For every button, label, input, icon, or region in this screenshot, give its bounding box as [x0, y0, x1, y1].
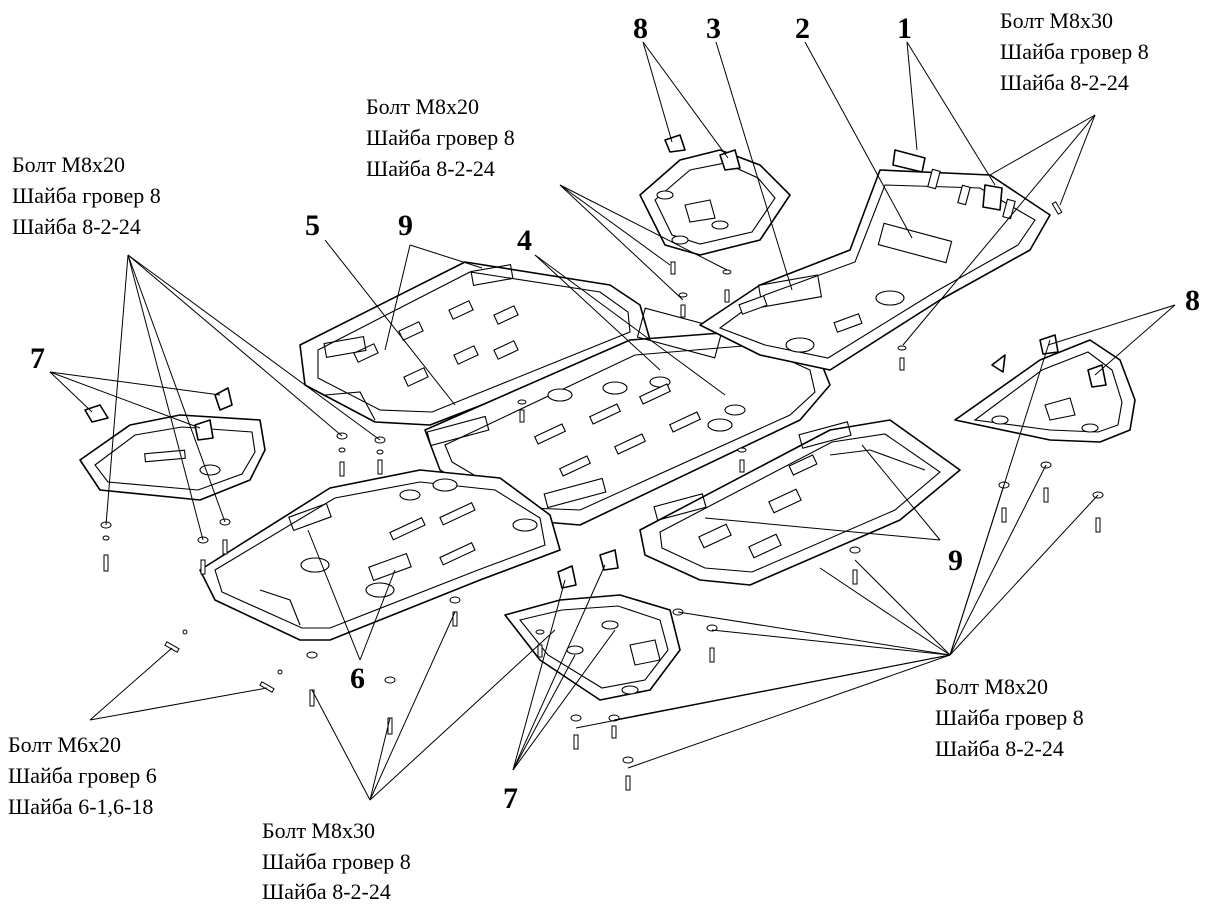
bolt-stack: [336, 432, 348, 477]
part-7-left-guard: [79, 387, 266, 501]
callout-7-bottom: 7: [503, 782, 518, 815]
bolt-stack: [1092, 491, 1104, 533]
callout-8-right: 8: [1185, 284, 1200, 317]
note-line: Болт М8х20: [935, 674, 1048, 699]
note-line: Шайба гровер 6: [8, 763, 157, 788]
note-line: Шайба 6-1,6-18: [8, 794, 153, 819]
note-top-left: Болт М8х20 Шайба гровер 8 Шайба 8-2-24: [12, 152, 161, 239]
bolt-stack: [622, 756, 634, 791]
callout-2: 2: [795, 12, 810, 45]
bolt-stack: [737, 447, 747, 473]
note-line: Шайба гровер 8: [262, 849, 411, 874]
part-5-plate: [299, 261, 651, 426]
note-bottom-center: Болт М8х30 Шайба гровер 8 Шайба 8-2-24: [262, 818, 411, 904]
bolt-stack: [219, 518, 231, 555]
bolt-stack: [100, 521, 112, 572]
callout-1: 1: [897, 12, 912, 45]
callout-9-top: 9: [398, 209, 413, 242]
bolt-stack: [517, 399, 527, 423]
note-top-right: Болт М8х30 Шайба гровер 8 Шайба 8-2-24: [1000, 8, 1149, 95]
leader-lines: [49, 41, 1176, 801]
bolt-stack: [570, 714, 582, 750]
note-line: Шайба 8-2-24: [12, 214, 141, 239]
bolt-stack: [897, 345, 907, 371]
bolt-stack: [259, 669, 283, 693]
callout-3: 3: [706, 12, 721, 45]
note-line: Болт М6х20: [8, 732, 121, 757]
part-6-plate: [199, 469, 561, 641]
bolt-stack: [535, 629, 545, 658]
note-line: Шайба 8-2-24: [366, 156, 495, 181]
bolt-stack: [722, 269, 732, 303]
bolt-stack: [164, 629, 188, 653]
part-8-right-guard: [954, 334, 1136, 443]
note-line: Болт М8х30: [262, 818, 375, 843]
note-line: Шайба 8-2-24: [1000, 70, 1129, 95]
bolt-stack: [1040, 461, 1052, 503]
fasteners: [100, 201, 1104, 791]
callout-9-right: 9: [948, 544, 963, 577]
bolt-stack: [670, 261, 676, 275]
callout-5: 5: [305, 209, 320, 242]
bolt-stack: [608, 714, 620, 739]
callout-4: 4: [517, 224, 532, 257]
note-bottom-left: Болт М6х20 Шайба гровер 6 Шайба 6-1,6-18: [8, 732, 157, 819]
callout-7-left: 7: [30, 342, 45, 375]
note-line: Шайба гровер 8: [12, 183, 161, 208]
bolt-stack: [849, 546, 861, 585]
callout-6: 6: [350, 662, 365, 695]
bolt-stack: [306, 651, 318, 707]
note-line: Болт М8х30: [1000, 8, 1113, 33]
note-line: Шайба 8-2-24: [262, 879, 391, 904]
note-line: Шайба 8-2-24: [935, 736, 1064, 761]
part-2-3-front-plate: [699, 149, 1051, 371]
note-line: Болт М8х20: [12, 152, 125, 177]
note-top-center: Болт М8х20 Шайба гровер 8 Шайба 8-2-24: [366, 94, 515, 181]
note-line: Шайба гровер 8: [1000, 39, 1149, 64]
note-line: Шайба гровер 8: [935, 705, 1084, 730]
note-bottom-right: Болт М8х20 Шайба гровер 8 Шайба 8-2-24: [935, 674, 1084, 761]
bolt-stack: [197, 536, 209, 575]
bolt-stack: [449, 596, 461, 627]
note-line: Болт М8х20: [366, 94, 479, 119]
bolt-stack: [384, 676, 396, 735]
bolt-stack: [1051, 201, 1063, 215]
callout-8-top: 8: [633, 12, 648, 45]
bolt-stack: [998, 481, 1010, 523]
note-line: Шайба гровер 8: [366, 125, 515, 150]
part-9-plate: [639, 419, 961, 586]
part-8-top-guard: [639, 134, 791, 256]
bolt-stack: [678, 292, 688, 318]
part-7-bottom-guard: [504, 549, 681, 701]
bolt-stack: [374, 436, 386, 475]
